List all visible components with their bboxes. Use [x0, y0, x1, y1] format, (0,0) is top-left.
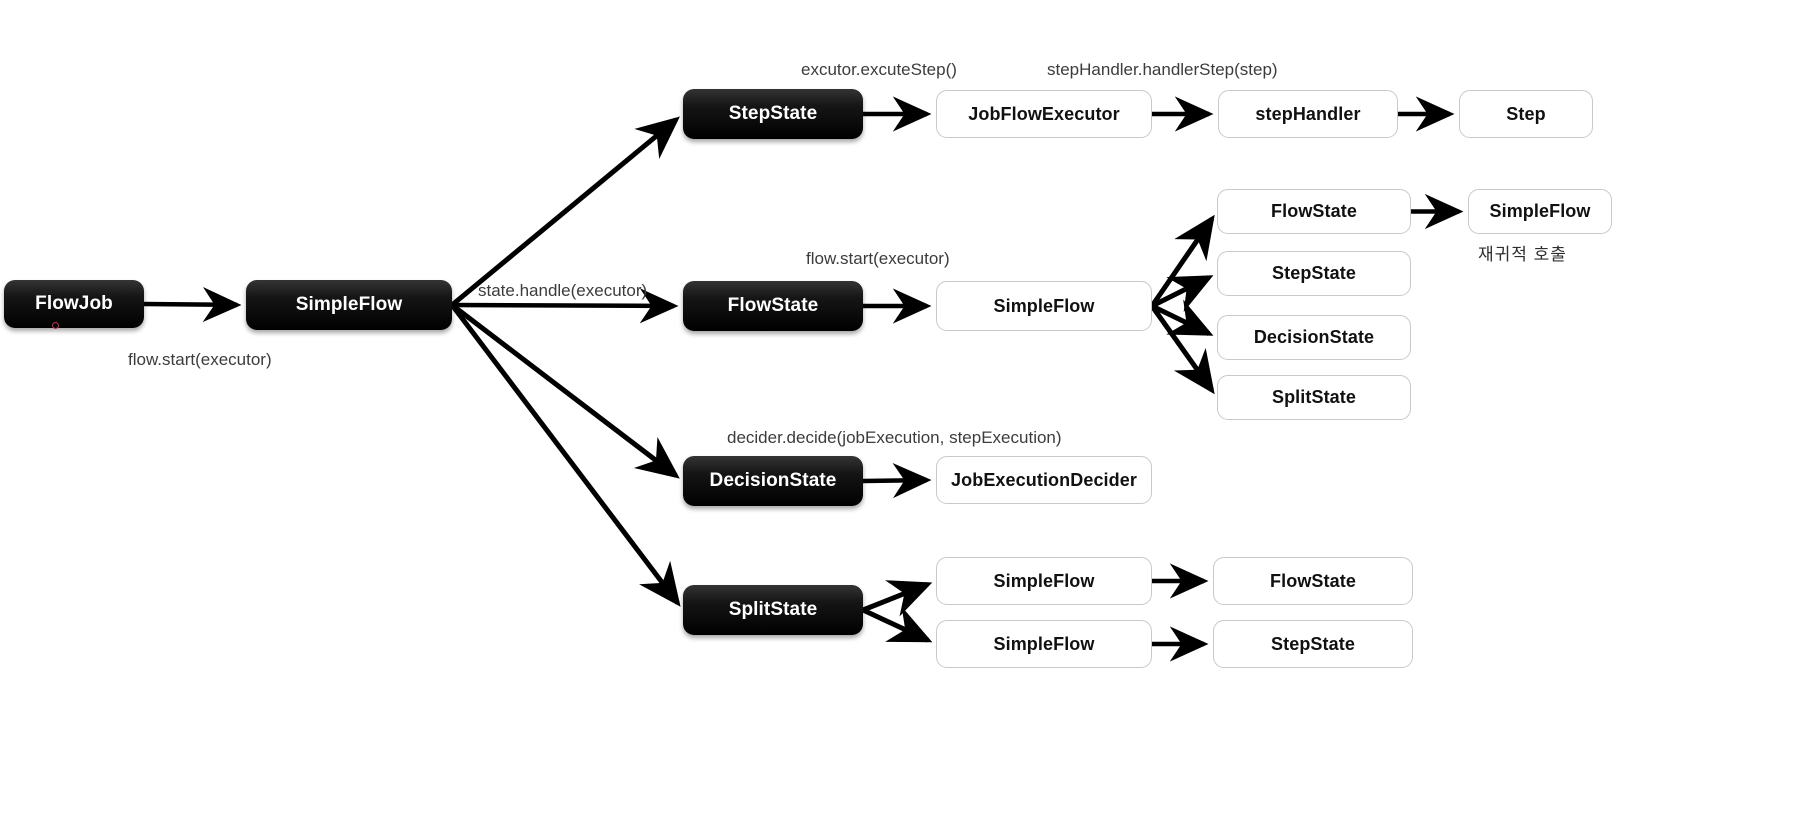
node-label: Step	[1506, 103, 1546, 124]
edge-label-lbl_stephandler: stepHandler.handlerStep(step)	[1047, 60, 1278, 79]
node-label: SimpleFlow	[993, 295, 1095, 316]
node-out_flowstate[interactable]: FlowState	[1217, 189, 1411, 234]
node-label: FlowState	[1271, 201, 1357, 221]
node-label: StepState	[1272, 263, 1356, 283]
node-step[interactable]: Step	[1459, 90, 1593, 138]
node-jobflowexecutor[interactable]: JobFlowExecutor	[936, 90, 1152, 138]
caption-caption_recursive: 재귀적 호출	[1478, 245, 1567, 264]
node-stephandler[interactable]: stepHandler	[1218, 90, 1398, 138]
edge-e_sf_decisionstate	[450, 303, 680, 479]
edge-e_mid_flowstate	[1149, 214, 1215, 308]
node-out_decision[interactable]: DecisionState	[1217, 315, 1411, 360]
node-split_flowstate[interactable]: FlowState	[1213, 557, 1413, 605]
node-label: StepState	[1271, 633, 1355, 654]
node-flowjob[interactable]: FlowJob	[4, 280, 144, 328]
edge-e_split_sf1	[862, 580, 933, 617]
node-decisionstate[interactable]: DecisionState	[683, 456, 863, 506]
node-jobexecdecider[interactable]: JobExecutionDecider	[936, 456, 1152, 504]
node-splitstate[interactable]: SplitState	[683, 585, 863, 635]
node-simpleflow_main[interactable]: SimpleFlow	[246, 280, 452, 330]
node-out_stepstate[interactable]: StepState	[1217, 251, 1411, 296]
edge-e_flowjob_simpleflow	[143, 287, 242, 323]
edge-label-lbl_flowstart_bottom: flow.start(executor)	[128, 350, 272, 369]
node-stepstate[interactable]: StepState	[683, 89, 863, 139]
node-label: FlowJob	[35, 293, 113, 314]
node-label: JobFlowExecutor	[968, 103, 1120, 124]
node-label: SimpleFlow	[993, 570, 1095, 591]
cursor-dot	[52, 322, 59, 329]
node-split_sf1[interactable]: SimpleFlow	[936, 557, 1152, 605]
edge-e_mid_decision	[1150, 299, 1214, 336]
node-label: SimpleFlow	[1489, 201, 1591, 221]
edge-label-lbl_decider: decider.decide(jobExecution, stepExecuti…	[727, 428, 1062, 447]
edge-label-lbl_excutor_step: excutor.excuteStep()	[801, 60, 957, 79]
edge-label-lbl_flowstart_mid: flow.start(executor)	[806, 249, 950, 268]
node-simpleflow_mid[interactable]: SimpleFlow	[936, 281, 1152, 331]
node-recursive_flow[interactable]: SimpleFlow	[1468, 189, 1612, 234]
node-label: SplitState	[1271, 387, 1356, 407]
node-label: DecisionState	[709, 470, 837, 491]
node-split_stepstate[interactable]: StepState	[1213, 620, 1413, 668]
edge-e_sf_splitstate	[450, 303, 681, 607]
node-label: SimpleFlow	[295, 294, 403, 315]
edge-e_decision_decider	[862, 463, 932, 499]
node-label: FlowState	[1270, 570, 1356, 591]
node-label: JobExecutionDecider	[951, 469, 1137, 490]
edge-e_sf_stepstate	[450, 116, 680, 307]
edge-label-lbl_state_handle: state.handle(executor)	[478, 281, 648, 300]
node-label: SimpleFlow	[993, 633, 1095, 654]
node-label: SplitState	[728, 599, 818, 620]
edge-e_sf_flowstate	[451, 288, 679, 324]
node-label: FlowState	[727, 295, 819, 316]
edge-e_mid_stepstate	[1150, 275, 1214, 312]
node-flowstate[interactable]: FlowState	[683, 281, 863, 331]
node-out_splitstate[interactable]: SplitState	[1217, 375, 1411, 420]
node-label: StepState	[728, 103, 818, 124]
edge-e_split_sf2	[861, 606, 933, 643]
node-split_sf2[interactable]: SimpleFlow	[936, 620, 1152, 668]
node-label: DecisionState	[1253, 327, 1375, 347]
node-label: stepHandler	[1255, 103, 1361, 124]
edge-e_mid_splitstate	[1149, 304, 1215, 395]
